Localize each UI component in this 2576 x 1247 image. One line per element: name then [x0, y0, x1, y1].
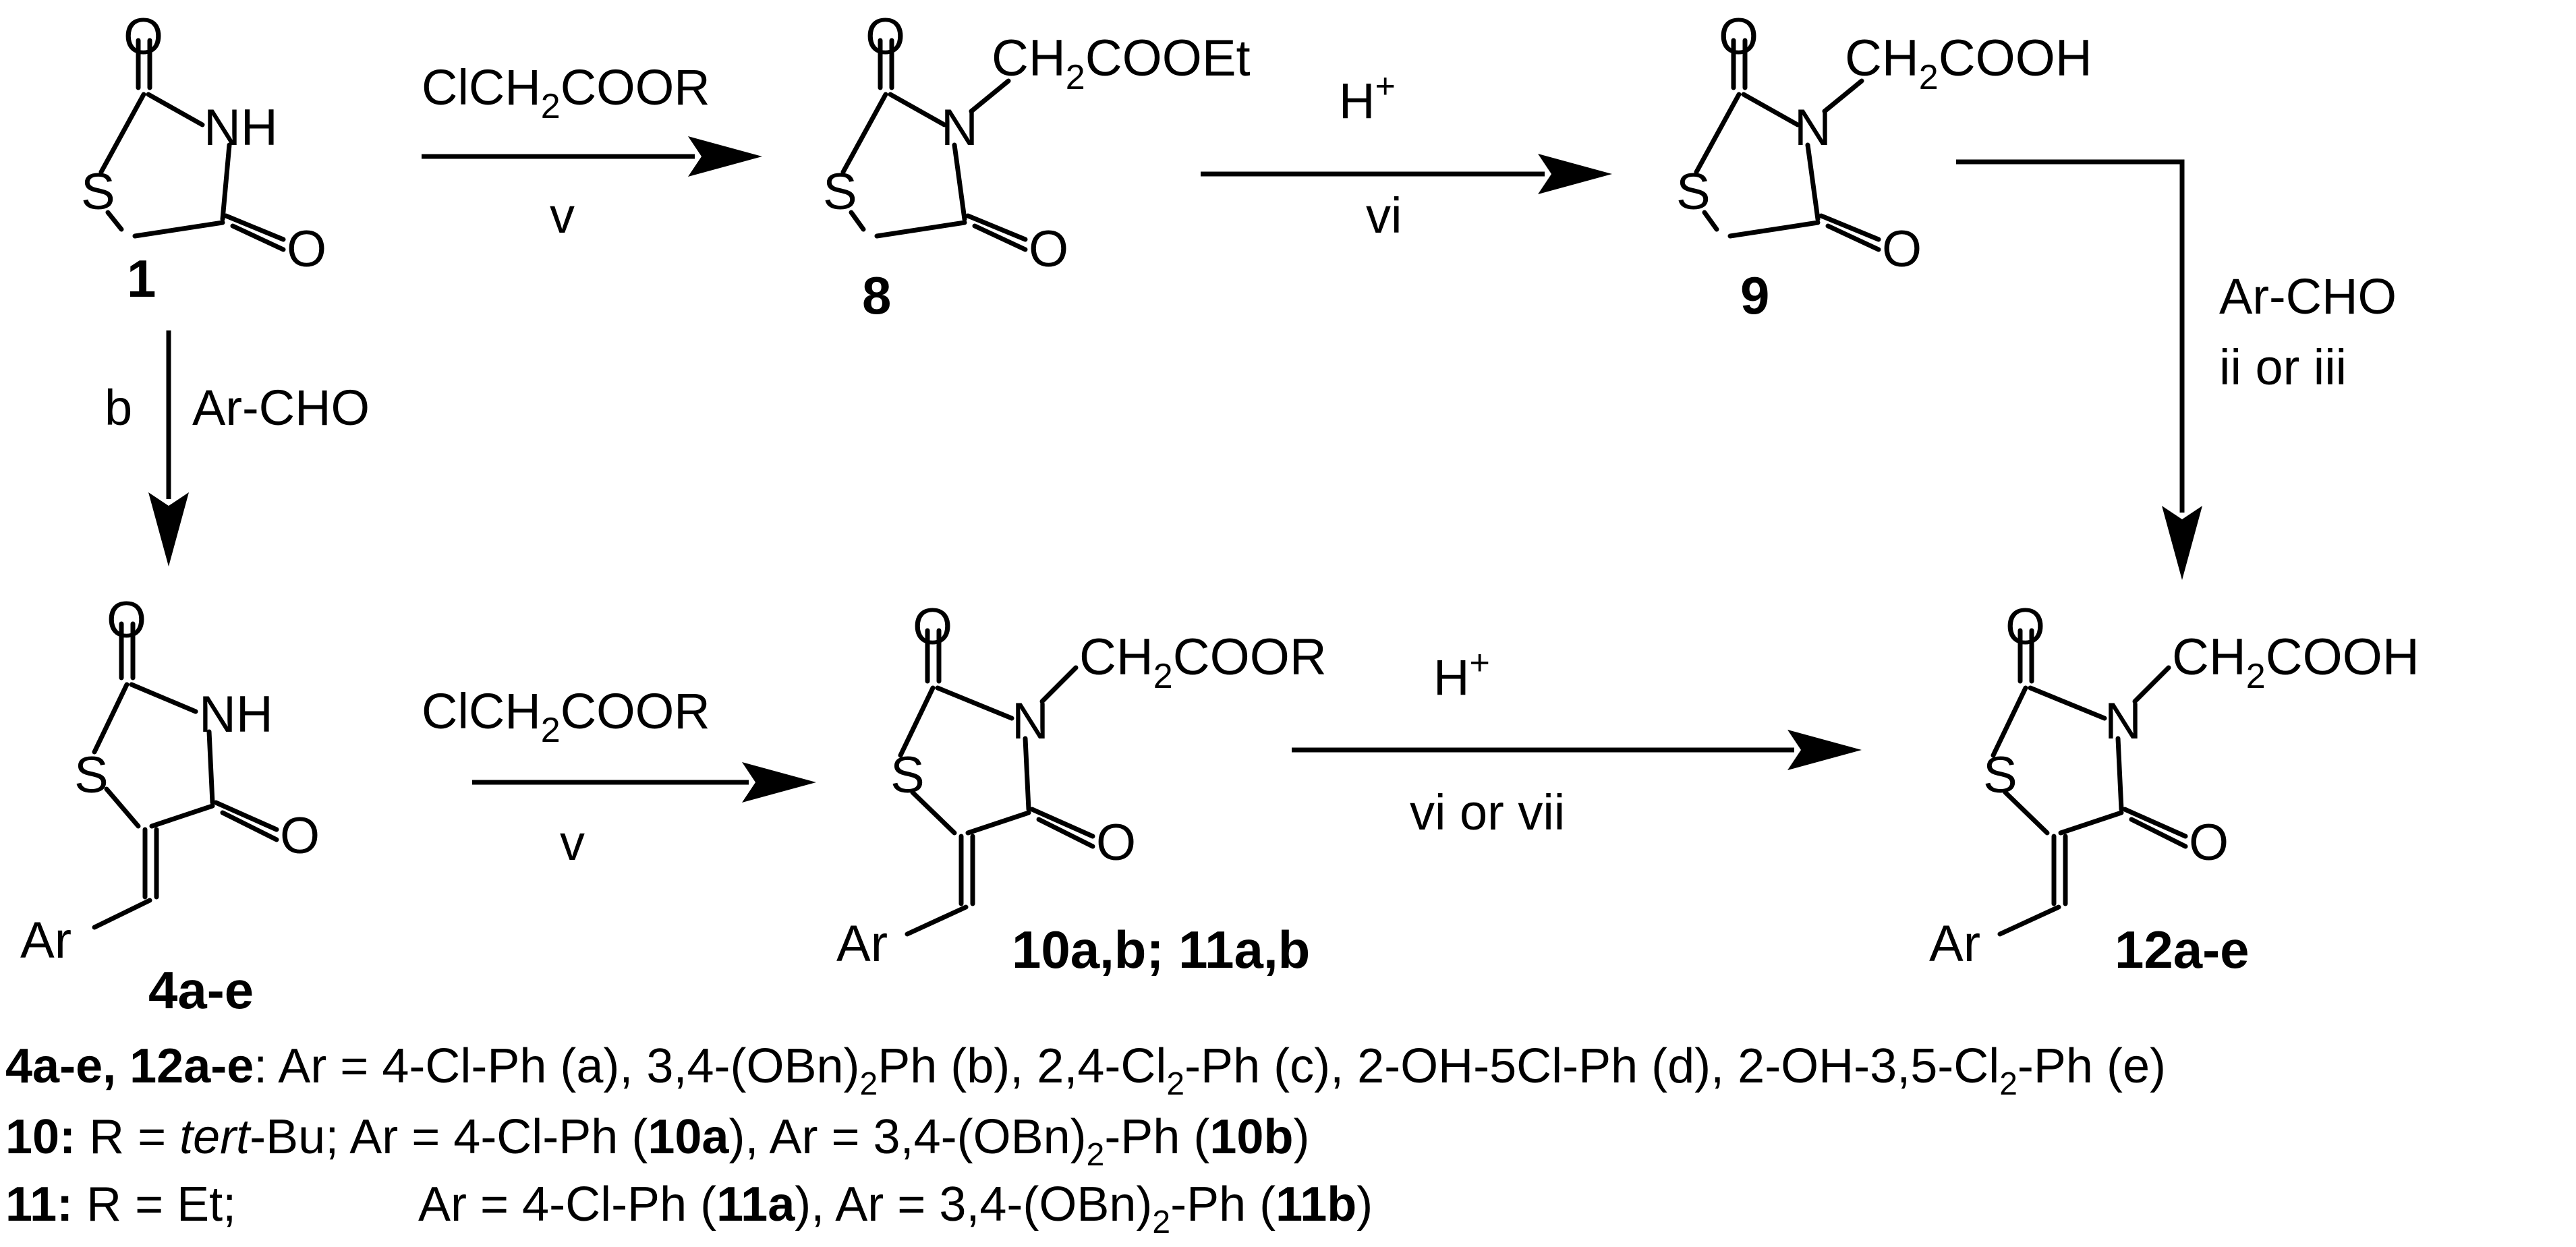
atom-o: O — [280, 807, 320, 865]
legend-line-3: 11: R = Et; — [5, 1178, 236, 1231]
atom-ar: Ar — [1929, 915, 1980, 973]
atom-o: O — [865, 8, 905, 65]
compound-1-structure: O NH S O 1 — [81, 8, 326, 308]
compound-label-12a-e: 12a-e — [2115, 920, 2250, 979]
substituent-ch2coor: CH2COOR — [1079, 629, 1327, 696]
legend: 4a-e, 12a-e: Ar = 4-Cl-Ph (a), 3,4-(OBn)… — [5, 1039, 2166, 1240]
compound-label-10-11: 10a,b; 11a,b — [1012, 920, 1310, 979]
condition-v: v — [550, 187, 575, 243]
compound-9-structure: O N S O CH2COOH 9 — [1676, 8, 2092, 325]
atom-o: O — [1096, 814, 1136, 871]
compound-label-9: 9 — [1740, 266, 1769, 325]
atom-o: O — [1029, 221, 1068, 278]
reagent-chloroacetate: ClCH2COOR — [422, 683, 710, 750]
atom-o: O — [123, 8, 163, 65]
atom-n: N — [1012, 693, 1049, 750]
compound-label-1: 1 — [127, 249, 156, 308]
compound-label-8: 8 — [862, 266, 891, 325]
compound-4-structure: O NH S O Ar 4a-e — [20, 591, 320, 1020]
atom-nh: NH — [204, 99, 278, 156]
atom-o: O — [107, 591, 146, 649]
legend-line-2: 10: R = tert-Bu; Ar = 4-Cl-Ph (10a), Ar … — [5, 1110, 1309, 1173]
compound-10-11-structure: O N S O Ar CH2COOR 10a,b; 11a,b — [836, 598, 1327, 979]
atom-s: S — [890, 747, 925, 804]
arrow-8-to-9: H+ vi — [1201, 67, 1612, 243]
substituent-ch2cooh: CH2COOH — [2172, 629, 2420, 696]
compound-label-4a-e: 4a-e — [148, 960, 254, 1020]
reagent-archo: Ar-CHO — [192, 380, 370, 436]
atom-s: S — [1983, 747, 2017, 804]
reagent-archo: Ar-CHO — [2219, 268, 2397, 324]
reagent-acid: H+ — [1339, 67, 1396, 129]
atom-s: S — [1676, 163, 1711, 221]
condition-vi: vi — [1366, 187, 1402, 243]
atom-s: S — [74, 747, 109, 804]
atom-n: N — [2105, 693, 2142, 750]
atom-n: N — [941, 99, 978, 156]
arrow-4-to-10-11: ClCH2COOR v — [422, 683, 816, 871]
atom-s: S — [81, 163, 115, 221]
substituent-ch2cooet: CH2COOEt — [992, 30, 1251, 97]
compound-12-structure: O N S O Ar CH2COOH 12a-e — [1929, 598, 2420, 979]
arrow-1-to-4: b Ar-CHO — [105, 330, 370, 567]
arrow-9-to-12: Ar-CHO ii or iii — [1956, 159, 2397, 580]
arrow-1-to-8: ClCH2COOR v — [422, 59, 762, 243]
atom-o: O — [913, 598, 952, 656]
arrow-10-11-to-12: H+ vi or vii — [1292, 643, 1862, 840]
atom-o: O — [1882, 221, 1922, 278]
atom-o: O — [2189, 814, 2229, 871]
substituent-ch2cooh: CH2COOH — [1845, 30, 2092, 97]
atom-o: O — [287, 221, 326, 278]
atom-o: O — [2005, 598, 2045, 656]
atom-ar: Ar — [20, 912, 71, 969]
reagent-chloroacetate: ClCH2COOR — [422, 59, 710, 126]
condition-vi-or-vii: vi or vii — [1410, 784, 1565, 840]
reagent-acid: H+ — [1433, 643, 1490, 705]
condition-ii-or-iii: ii or iii — [2219, 339, 2347, 395]
atom-ar: Ar — [836, 915, 888, 973]
condition-b: b — [105, 380, 132, 436]
compound-8-structure: O N S O CH2COOEt 8 — [823, 8, 1251, 325]
legend-1-label: 4a-e, 12a-e — [5, 1039, 254, 1093]
legend-line-3-detail: Ar = 4-Cl-Ph (11a), Ar = 3,4-(OBn)2-Ph (… — [418, 1178, 1373, 1240]
legend-line-1: 4a-e, 12a-e: Ar = 4-Cl-Ph (a), 3,4-(OBn)… — [5, 1039, 2166, 1102]
atom-nh: NH — [199, 686, 273, 743]
atom-n: N — [1794, 99, 1831, 156]
atom-s: S — [823, 163, 857, 221]
condition-v: v — [560, 815, 585, 871]
atom-o: O — [1719, 8, 1758, 65]
